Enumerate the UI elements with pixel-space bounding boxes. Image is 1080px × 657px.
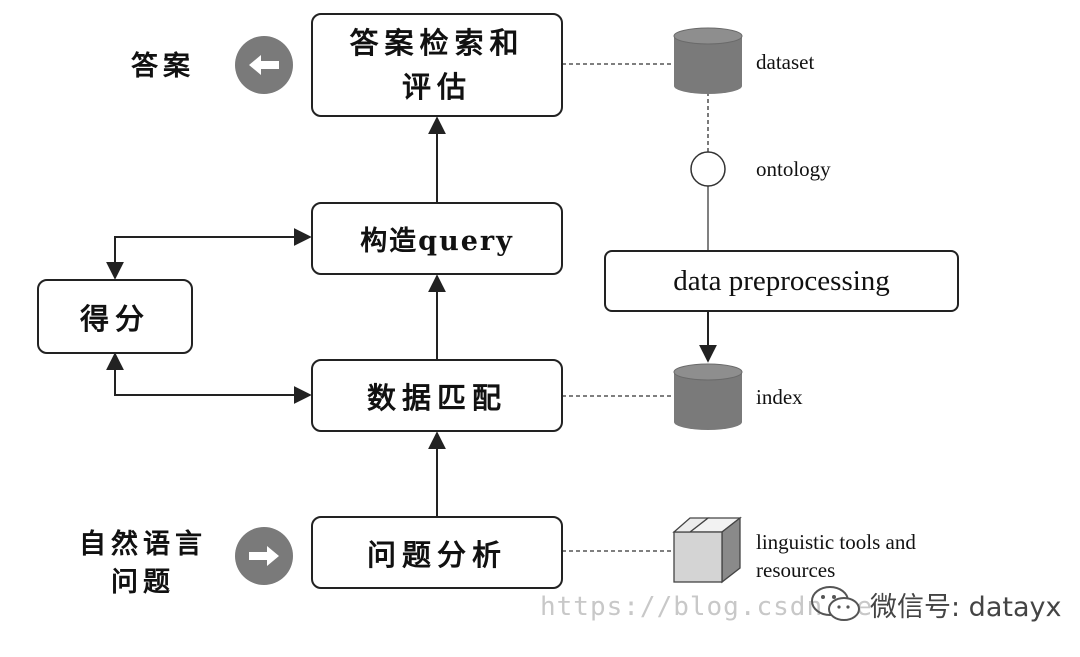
left-arrow-icon bbox=[249, 55, 279, 75]
dataset-label: dataset bbox=[756, 50, 815, 74]
build-query-label: 构造query bbox=[360, 226, 514, 257]
answer-label: 答案 bbox=[131, 51, 195, 82]
wechat-id-label: 微信号: datayx bbox=[870, 591, 1062, 623]
arrow-score-matching-loop bbox=[106, 352, 312, 404]
ontology-label: ontology bbox=[756, 157, 831, 181]
build-query-box: 构造query bbox=[311, 202, 563, 275]
database-icon bbox=[673, 363, 743, 430]
linguistic-tools-label: linguistic tools and resources bbox=[756, 530, 916, 582]
blog-url-watermark: https://blog.csdn.ne bbox=[540, 592, 874, 622]
database-icon bbox=[673, 27, 743, 94]
data-matching-box: 数据匹配 bbox=[311, 359, 563, 432]
answer-retrieval-box: 答案检索和 评估 bbox=[311, 13, 563, 117]
wechat-icon bbox=[811, 586, 860, 621]
nl-question-label: 自然语言 问题 bbox=[79, 529, 207, 598]
wechat-watermark: 微信号: datayx bbox=[808, 584, 1061, 624]
index-label: index bbox=[756, 385, 803, 409]
arrow-query-score-loop bbox=[106, 228, 312, 280]
score-box: 得分 bbox=[37, 279, 193, 354]
data-preprocessing-box: data preprocessing bbox=[604, 250, 959, 312]
input-arrow-button bbox=[235, 527, 293, 585]
ontology-node-icon bbox=[690, 151, 726, 187]
output-arrow-button bbox=[235, 36, 293, 94]
right-arrow-icon bbox=[249, 546, 279, 566]
question-analysis-box: 问题分析 bbox=[311, 516, 563, 589]
cube-icon bbox=[672, 516, 742, 584]
